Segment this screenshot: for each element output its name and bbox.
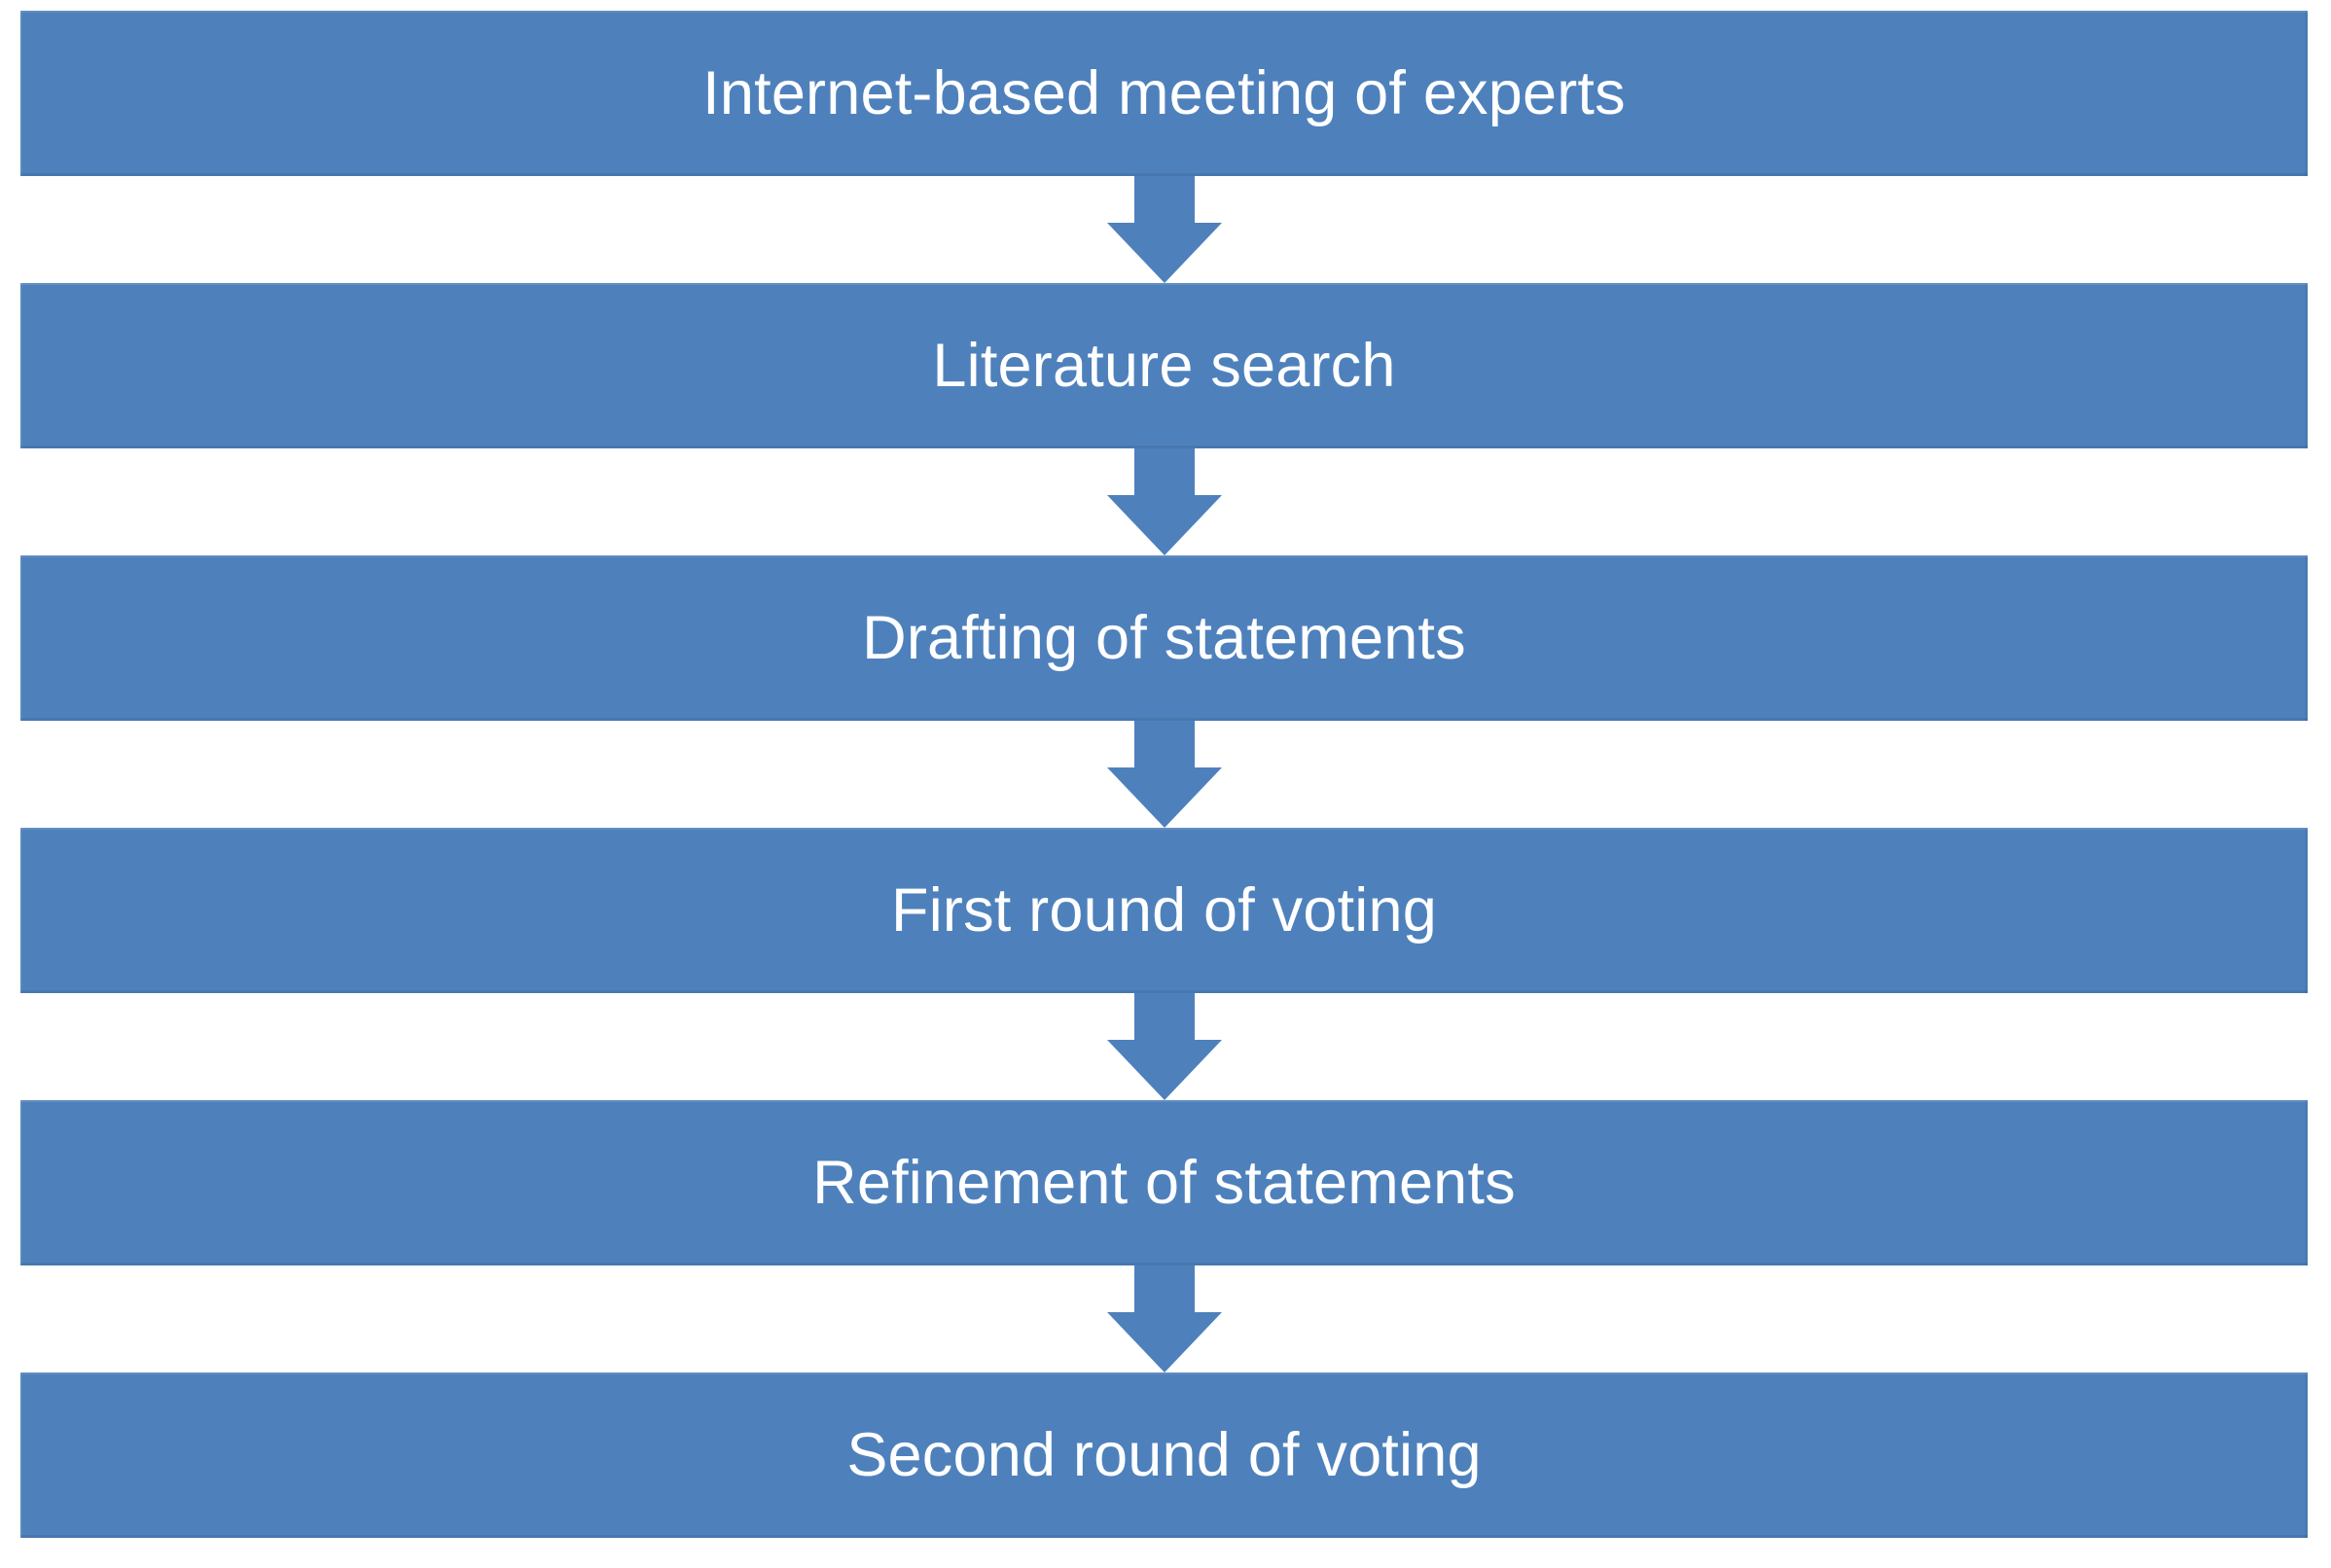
flow-step-label: Literature search xyxy=(932,331,1396,400)
arrow-down-icon xyxy=(1106,993,1222,1100)
arrow-down-icon xyxy=(1106,176,1222,283)
flow-step-second-round-of-voting[interactable]: Second round of voting xyxy=(20,1372,2308,1538)
flow-connector-4 xyxy=(20,993,2308,1100)
flow-step-refinement-of-statements[interactable]: Refinement of statements xyxy=(20,1100,2308,1265)
flow-step-label: Refinement of statements xyxy=(812,1148,1516,1217)
flow-step-literature-search[interactable]: Literature search xyxy=(20,283,2308,448)
arrow-down-icon xyxy=(1106,1265,1222,1372)
flow-connector-5 xyxy=(20,1265,2308,1372)
flow-step-drafting-of-statements[interactable]: Drafting of statements xyxy=(20,555,2308,721)
flowchart: Internet-based meeting of experts Litera… xyxy=(20,11,2308,1538)
flow-connector-3 xyxy=(20,721,2308,828)
flow-connector-1 xyxy=(20,176,2308,283)
flow-connector-2 xyxy=(20,448,2308,555)
flow-step-internet-based-meeting-of-experts[interactable]: Internet-based meeting of experts xyxy=(20,11,2308,176)
flow-step-label: Drafting of statements xyxy=(862,603,1466,672)
arrow-down-icon xyxy=(1106,448,1222,555)
flow-step-label: First round of voting xyxy=(891,875,1437,944)
arrow-down-icon xyxy=(1106,721,1222,828)
flow-step-label: Internet-based meeting of experts xyxy=(702,58,1626,127)
flow-step-first-round-of-voting[interactable]: First round of voting xyxy=(20,828,2308,993)
flow-step-label: Second round of voting xyxy=(846,1420,1482,1489)
